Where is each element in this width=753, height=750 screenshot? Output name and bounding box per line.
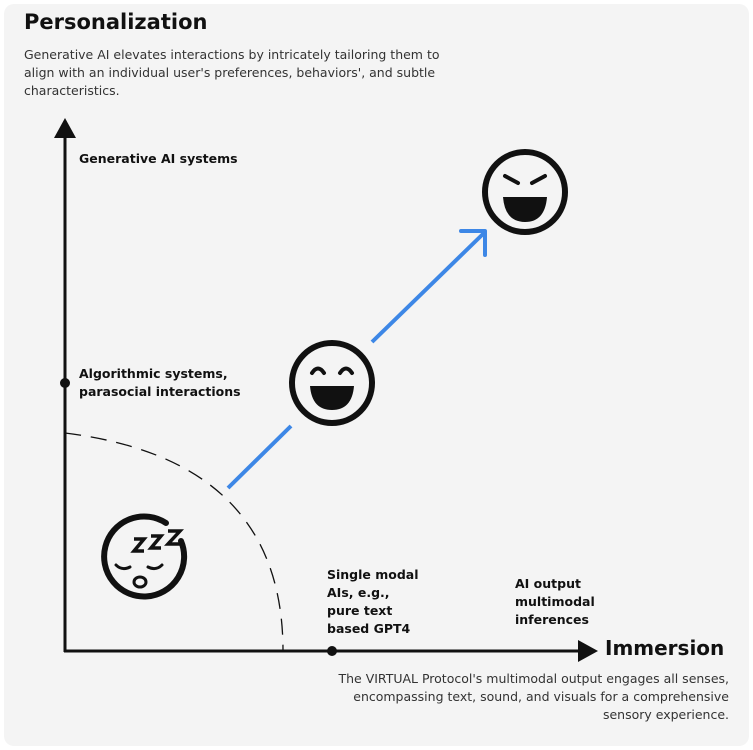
x-label-single-modal-line1: Single modal: [327, 567, 419, 582]
x-axis-arrowhead: [578, 640, 598, 662]
dashed-boundary-arc: [64, 432, 284, 652]
y-label-algorithmic-line2: parasocial interactions: [79, 384, 241, 399]
progression-arrow-segment-2: [370, 231, 486, 344]
x-axis-description: The VIRTUAL Protocol's multimodal output…: [338, 671, 729, 722]
x-label-single-modal-line2: AIs, e.g.,: [327, 585, 390, 600]
grinning-face-icon: [289, 340, 375, 426]
page-title: Personalization: [24, 10, 208, 34]
diagram-card: [4, 4, 749, 746]
devilish-grin-face-icon: [482, 149, 568, 235]
y-label-algorithmic-line1: Algorithmic systems,: [79, 366, 228, 381]
sleeping-face-icon: [101, 513, 188, 600]
x-label-multimodal-line2: multimodal: [515, 594, 595, 609]
progression-arrowhead: [459, 229, 487, 257]
x-label-multimodal-line1: AI output: [515, 576, 581, 591]
progression-arrow-segment-1: [226, 424, 293, 490]
x-axis-title: Immersion: [605, 636, 725, 660]
x-label-single-modal-line3: pure text: [327, 603, 393, 618]
page-description: Generative AI elevates interactions by i…: [24, 47, 440, 98]
x-axis-marker: [327, 646, 337, 656]
y-label-generative-ai: Generative AI systems: [79, 151, 238, 166]
x-label-multimodal-line3: inferences: [515, 612, 589, 627]
x-label-single-modal-line4: based GPT4: [327, 621, 411, 636]
y-axis-marker: [60, 378, 70, 388]
y-axis-arrowhead: [54, 118, 76, 138]
